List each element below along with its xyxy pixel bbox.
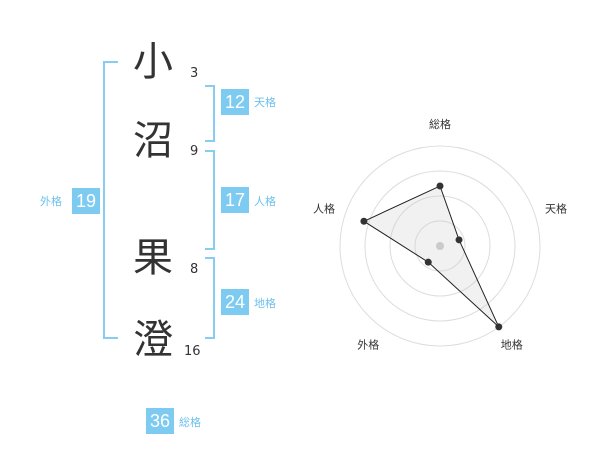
- chikaku-label: 地格: [254, 297, 276, 310]
- radar-series-polygon: [362, 185, 500, 328]
- gaikaku-bracket: [103, 61, 118, 339]
- radar-point-5: [360, 217, 368, 225]
- tenkaku-bracket: [205, 85, 215, 142]
- chikaku-bracket: [205, 257, 215, 339]
- stroke-count-2: 9: [190, 144, 199, 159]
- chikaku-value: 24: [221, 289, 249, 315]
- name-brackets: [103, 61, 215, 339]
- soukaku-label: 総格: [179, 416, 201, 429]
- tenkaku-label: 天格: [254, 96, 276, 109]
- gaikaku-value: 19: [72, 188, 100, 214]
- radar-point-1: [436, 182, 444, 190]
- soukaku-value: 36: [146, 408, 174, 434]
- radar-grid-ring: [339, 145, 541, 347]
- radar-grid-ring: [414, 220, 466, 272]
- radar-axis-label-3: 地格: [501, 338, 523, 352]
- stroke-count-4: 16: [184, 344, 201, 359]
- radar-axis-label-4: 外格: [357, 338, 379, 352]
- jinkaku-label: 人格: [254, 195, 276, 208]
- jinkaku-value: 17: [221, 187, 249, 213]
- radar-point-2: [455, 236, 463, 244]
- stroke-count-1: 3: [190, 66, 199, 81]
- gaikaku-label: 外格: [40, 195, 62, 208]
- name-char-4: 澄: [133, 317, 173, 363]
- radar-axis-label-2: 天格: [545, 201, 567, 215]
- name-char-1: 小: [133, 39, 173, 85]
- radar-axis-label-1: 総格: [429, 117, 451, 131]
- radar-point-4: [424, 258, 432, 266]
- stroke-count-3: 8: [190, 262, 199, 277]
- radar-axis-label-5: 人格: [313, 201, 335, 215]
- tenkaku-value: 12: [221, 89, 249, 115]
- radar-grid-ring: [364, 170, 516, 322]
- name-char-3: 果: [133, 235, 173, 281]
- name-char-2: 沼: [133, 118, 173, 164]
- radar-point-3: [495, 323, 503, 331]
- radar-grid-ring: [389, 195, 491, 297]
- jinkaku-bracket: [205, 150, 215, 250]
- radar-center-dot: [436, 242, 444, 250]
